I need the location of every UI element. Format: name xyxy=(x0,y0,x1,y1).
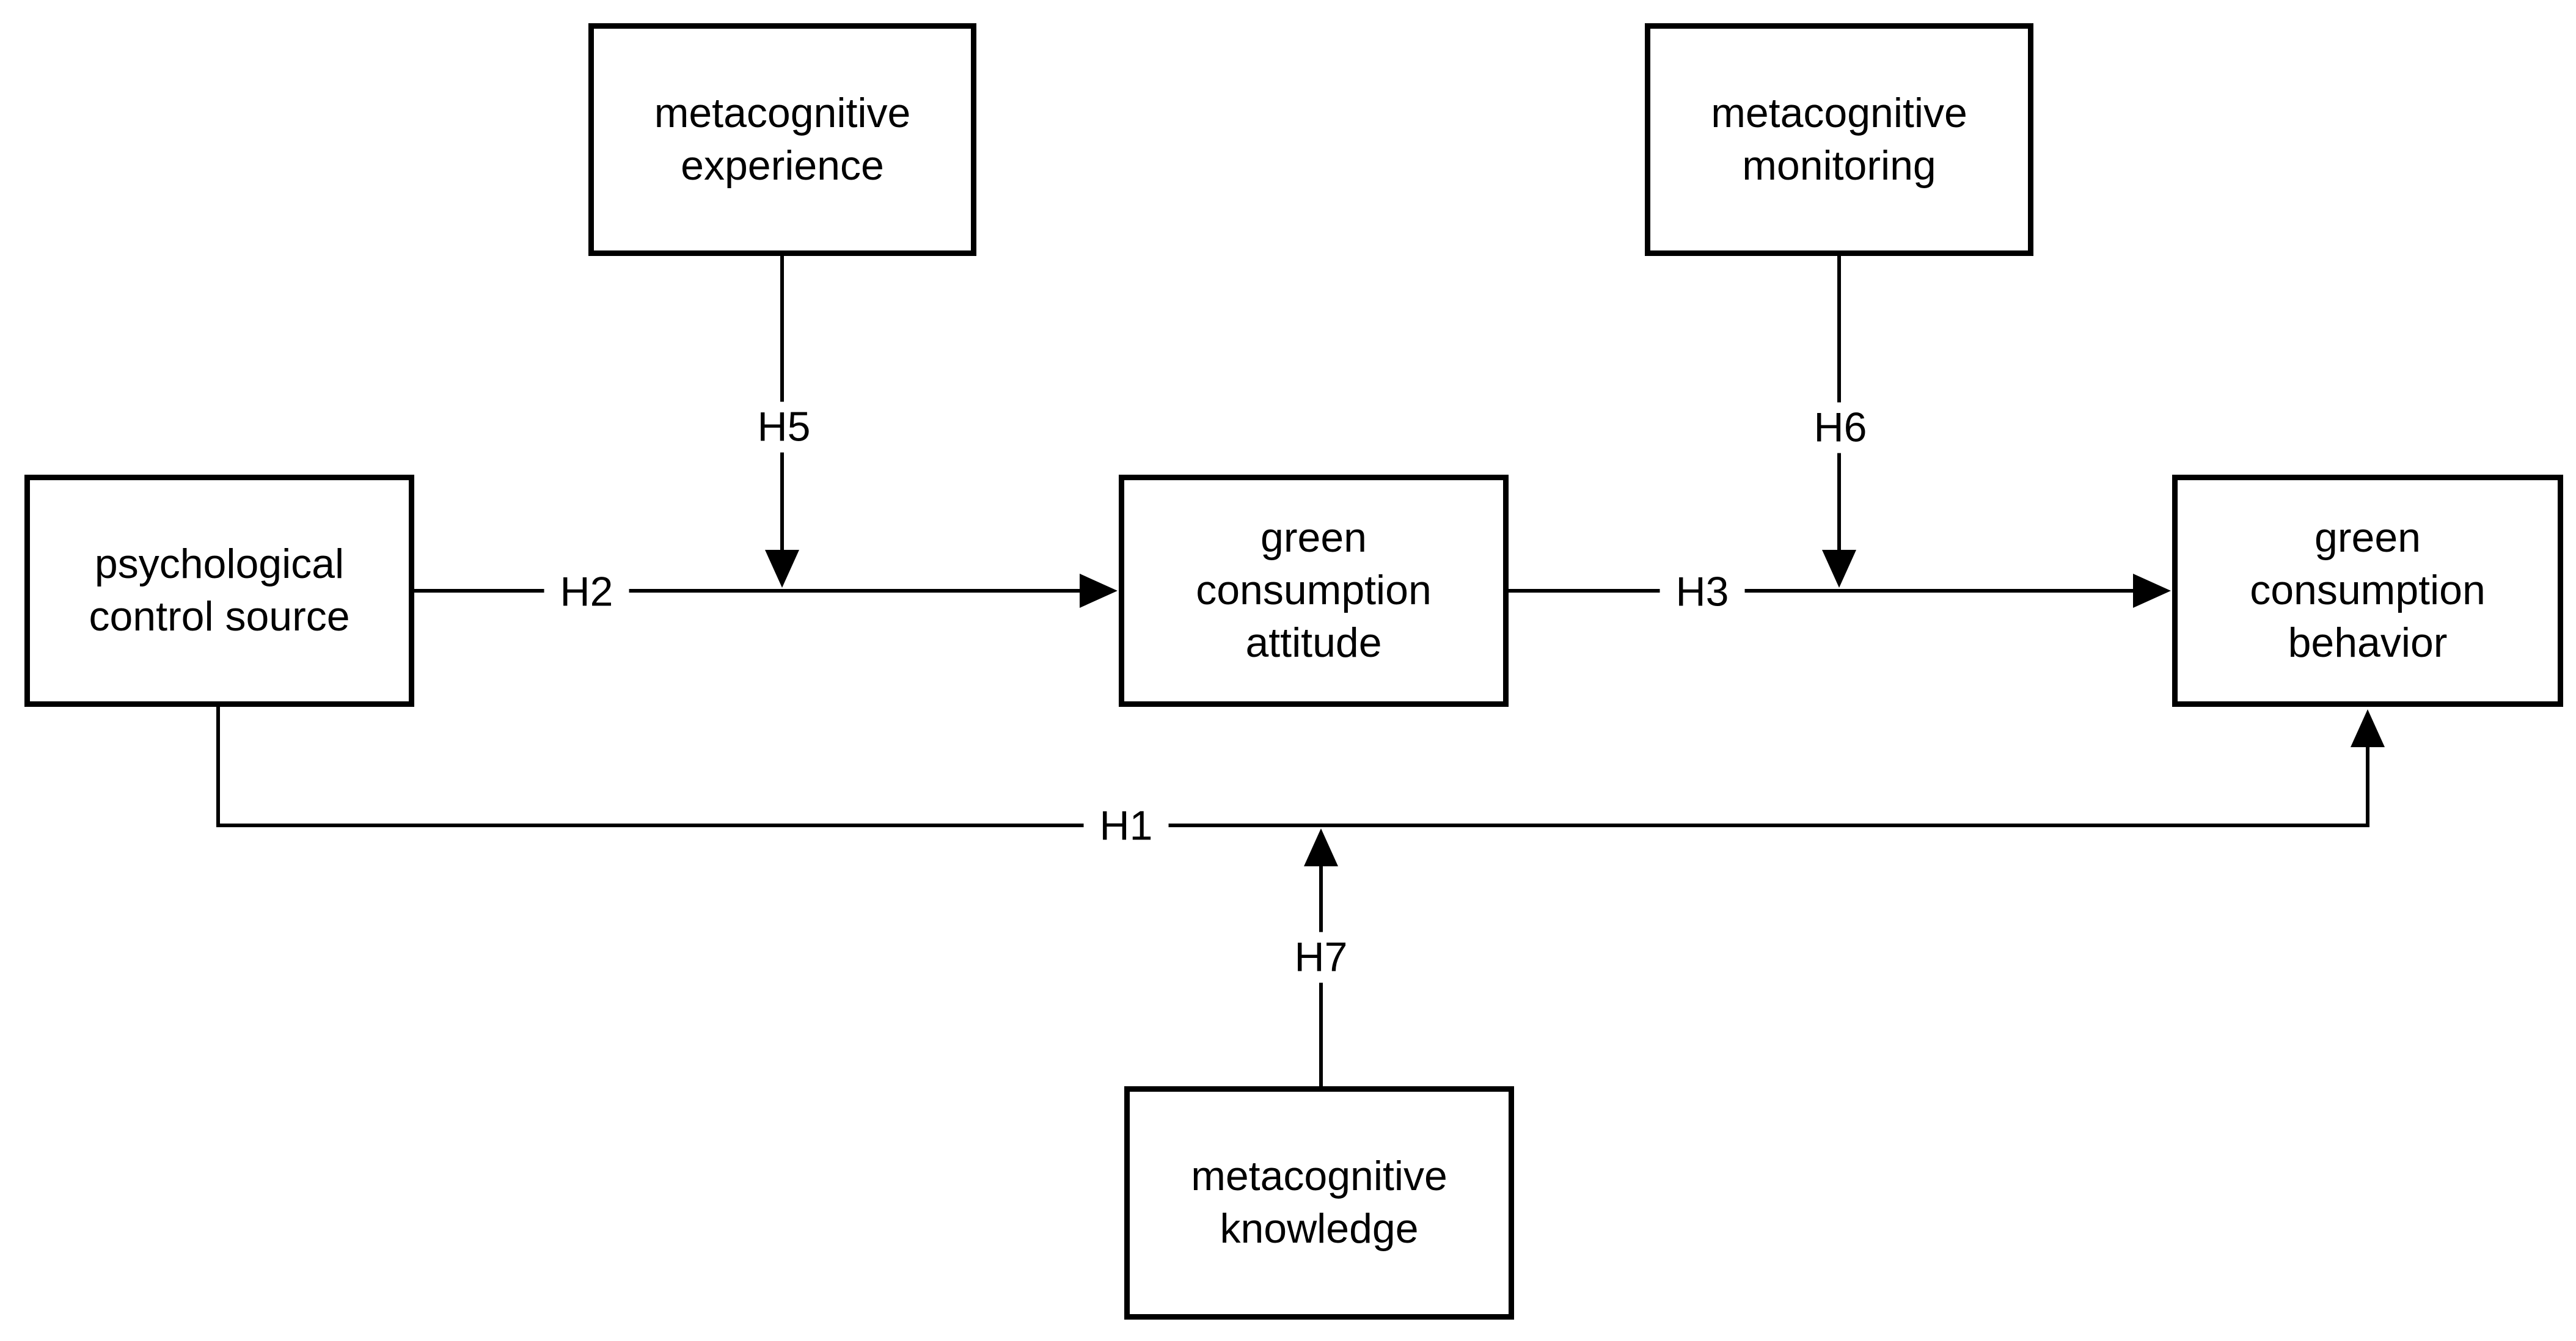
hypothesis-label-h6: H6 xyxy=(1798,402,1883,453)
node-metacognitive-monitoring: metacognitive monitoring xyxy=(1645,23,2033,256)
arrow-h1 xyxy=(216,707,2385,827)
node-psychological-control-source: psychological control source xyxy=(24,475,414,707)
hypothesis-label-h1: H1 xyxy=(1083,800,1169,852)
node-metacognitive-knowledge: metacognitive knowledge xyxy=(1124,1086,1514,1320)
arrow-h2 xyxy=(414,574,1118,608)
hypothesis-label-h3: H3 xyxy=(1659,566,1745,618)
hypothesis-label-h5: H5 xyxy=(741,401,827,453)
node-metacognitive-experience: metacognitive experience xyxy=(588,23,976,256)
arrow-h3 xyxy=(1509,574,2171,608)
hypothesis-label-h2: H2 xyxy=(544,566,629,618)
node-green-consumption-attitude: green consumption attitude xyxy=(1119,475,1509,707)
hypothesis-label-h7: H7 xyxy=(1278,932,1364,983)
node-green-consumption-behavior: green consumption behavior xyxy=(2172,475,2563,707)
